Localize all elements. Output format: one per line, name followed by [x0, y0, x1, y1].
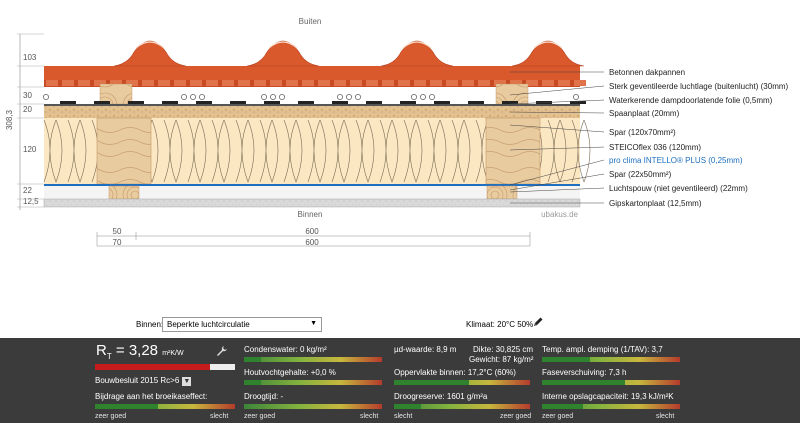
- condenswater-bar: [244, 357, 382, 362]
- faseverschuiving-label: Faseverschuiving: 7,3 h: [542, 368, 627, 377]
- dikte-value: Dikte: 30,825 cm: [473, 345, 534, 354]
- tile-crest: [511, 40, 585, 67]
- houtvocht-label: Houtvochtgehalte: +0,0 %: [244, 368, 336, 377]
- sd-value: µd-waarde: 8,9 m: [394, 345, 457, 354]
- controls-bar: Binnen: Beperkte luchtcirculatie ▼ Klima…: [0, 312, 800, 338]
- roof-section-drawing: Buiten 103 30 20 120 22 12,5 308,3 Binnen uba…: [5, 17, 789, 247]
- dropdown-icon: ▼: [182, 377, 192, 386]
- tile-crests: [46, 40, 586, 86]
- left-dimensions: 103 30 20 120 22 12,5: [17, 33, 44, 208]
- dimension-label: 12,5: [23, 197, 39, 206]
- outside-label: Buiten: [299, 17, 322, 26]
- svg-text:600: 600: [305, 238, 319, 247]
- watermark: ubakus.de: [541, 210, 578, 219]
- layer-label: Spaanplaat (20mm): [609, 109, 680, 118]
- binnen-select[interactable]: Beperkte luchtcirculatie ▼: [162, 317, 322, 332]
- oppervlakte-bar: [394, 380, 530, 385]
- layer-label: Sterk geventileerde luchtlage (buitenluc…: [609, 82, 789, 91]
- binnen-select-value: Beperkte luchtcirculatie: [167, 320, 250, 329]
- opslag-label: Interne opslagcapaciteit: 19,3 kJ/m²K: [542, 392, 674, 401]
- layer-label: Betonnen dakpannen: [609, 68, 685, 77]
- layer-label: pro clima INTELLO® PLUS (0,25mm): [609, 156, 743, 165]
- tile-crest: [113, 40, 187, 67]
- batten-left: [108, 185, 140, 200]
- houtvocht-bar: [244, 380, 382, 385]
- rt-value: RT = 3,28 m²K/W: [96, 342, 184, 361]
- layer-label: STEICOflex 036 (120mm): [609, 143, 701, 152]
- greenhouse-label: Bijdrage aan het broeikaseffect:: [95, 392, 208, 401]
- dimension-label: 30: [23, 91, 32, 100]
- condenswater-label: Condenswater: 0 kg/m²: [244, 345, 327, 354]
- wrench-icon[interactable]: [216, 345, 228, 357]
- droogreserve-label: Droogreserve: 1601 g/m²a: [394, 392, 488, 401]
- svg-text:70: 70: [113, 238, 122, 247]
- binnen-label: Binnen:: [136, 320, 164, 329]
- gypsum-layer: [43, 198, 581, 208]
- spaanplaat-layer: [44, 106, 580, 118]
- dimension-label: 120: [23, 145, 37, 154]
- service-cavity: [44, 186, 580, 199]
- pencil-icon[interactable]: [532, 316, 544, 328]
- droogreserve-bar: [394, 404, 530, 409]
- dimension-label: 20: [23, 105, 32, 114]
- layer-label: Spar (120x70mm²): [609, 128, 676, 137]
- layer-label: Spar (22x50mm²): [609, 170, 672, 179]
- oppervlakte-label: Oppervlakte binnen: 17,2°C (60%): [394, 368, 516, 377]
- scale-bad: slecht: [210, 413, 229, 420]
- air-layer: [44, 87, 580, 104]
- faseverschuiving-bar: [542, 380, 680, 385]
- gewicht-value: Gewicht: 87 kg/m²: [469, 355, 534, 364]
- tile-crest: [246, 40, 320, 67]
- inside-label: Binnen: [298, 210, 323, 219]
- vent-circles: [43, 94, 579, 100]
- vapour-membrane: [44, 184, 580, 186]
- tile-crest: [380, 40, 454, 67]
- chevron-down-icon: ▼: [310, 320, 317, 327]
- breather-membrane: [44, 104, 580, 106]
- tile-layer: [44, 66, 580, 80]
- greenhouse-bar: [95, 404, 235, 409]
- temp-ampl-bar: [542, 357, 680, 362]
- droogtijd-label: Droogtijd: -: [244, 392, 284, 401]
- standard-selector[interactable]: Bouwbesluit 2015 Rc>6▼: [95, 376, 192, 386]
- droogtijd-bar: [244, 404, 382, 409]
- dimension-label: 103: [23, 53, 37, 62]
- svg-text:50: 50: [113, 227, 122, 236]
- rafter-right: [485, 117, 541, 185]
- results-panel: RT = 3,28 m²K/W Bouwbesluit 2015 Rc>6▼ B…: [0, 338, 800, 423]
- layer-label: Gipskartonplaat (12,5mm): [609, 199, 702, 208]
- temp-ampl-label: Temp. ampl. demping (1/TAV): 3,7: [542, 345, 663, 354]
- layer-label: Luchtspouw (niet geventileerd) (22mm): [609, 184, 748, 193]
- rafter-left: [96, 117, 152, 185]
- klimaat-label: Klimaat: 20°C 50%: [466, 320, 534, 329]
- rt-bar: [95, 364, 235, 370]
- layer-label: Waterkerende dampdoorlatende folie (0,5m…: [609, 96, 773, 105]
- batten-right: [486, 185, 518, 200]
- scale-good: zeer goed: [95, 413, 127, 420]
- total-thickness-label: 308,3: [5, 109, 14, 130]
- svg-text:600: 600: [305, 227, 319, 236]
- dimension-label: 22: [23, 186, 32, 195]
- bottom-dimensions: 50 600 70 600: [96, 227, 531, 247]
- opslag-bar: [542, 404, 680, 409]
